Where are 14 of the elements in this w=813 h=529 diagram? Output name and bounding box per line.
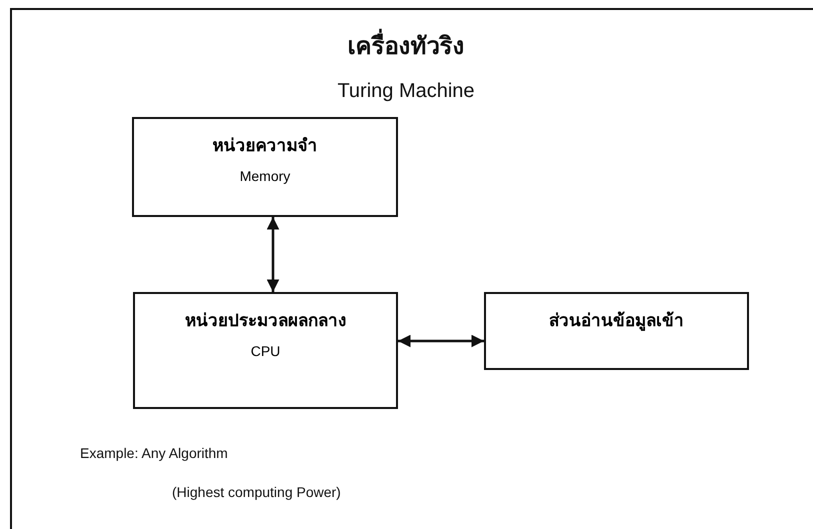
- box-title: หน่วยประมวลผลกลาง: [185, 310, 346, 332]
- box-subtitle: CPU: [250, 343, 280, 359]
- diagram-title: เครื่องทัวริง: [348, 26, 464, 65]
- process-box: [132, 117, 398, 217]
- box-subtitle: Memory: [240, 168, 290, 184]
- example-note: (Highest computing Power): [172, 484, 341, 500]
- double-arrow: [266, 217, 280, 292]
- box-title: หน่วยความจำ: [212, 135, 318, 157]
- subtitle: Turing Machine: [337, 80, 475, 103]
- example-note: Example: Any Algorithm: [80, 445, 228, 461]
- double-arrow: [398, 334, 484, 348]
- process-box: [133, 292, 398, 409]
- process-box: [484, 292, 749, 370]
- box-title: ส่วนอ่านข้อมูลเข้า: [549, 310, 684, 333]
